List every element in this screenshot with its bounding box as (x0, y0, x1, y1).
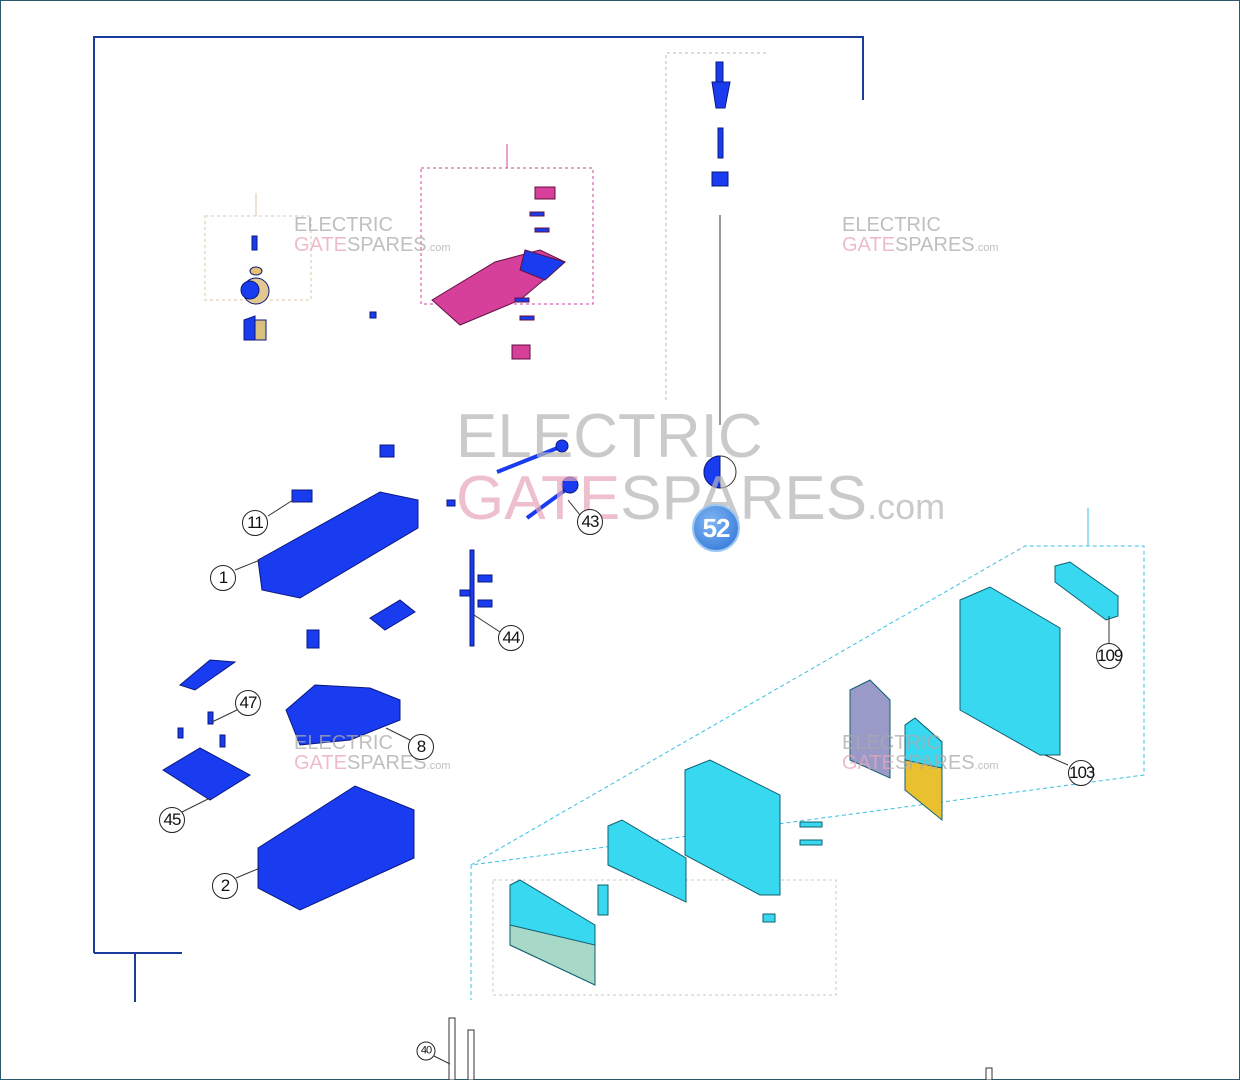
callout-1[interactable]: 1 (210, 565, 236, 591)
callout-11[interactable]: 11 (242, 510, 268, 536)
callout-43[interactable]: 43 (577, 509, 603, 535)
assembly-frame-lines (93, 36, 864, 1002)
callout-40[interactable]: 40 (416, 1041, 436, 1061)
lock-parts (431, 186, 566, 360)
group-box-control-unit (470, 545, 1145, 866)
release-parts (703, 61, 737, 489)
gear-parts (240, 235, 270, 341)
callout-2[interactable]: 2 (212, 873, 238, 899)
group-box-release (665, 52, 766, 400)
callout-109[interactable]: 109 (1096, 643, 1123, 669)
posts (448, 1017, 993, 1080)
callout-45[interactable]: 45 (159, 807, 185, 833)
callout-47[interactable]: 47 (235, 690, 261, 716)
callout-8[interactable]: 8 (408, 734, 434, 760)
leader-lines (181, 499, 1110, 1065)
callout-52[interactable]: 52 (692, 504, 740, 552)
callout-103[interactable]: 103 (1068, 760, 1095, 786)
callout-44[interactable]: 44 (498, 625, 524, 651)
operator-parts (162, 311, 579, 911)
control-unit-parts (509, 561, 1119, 986)
